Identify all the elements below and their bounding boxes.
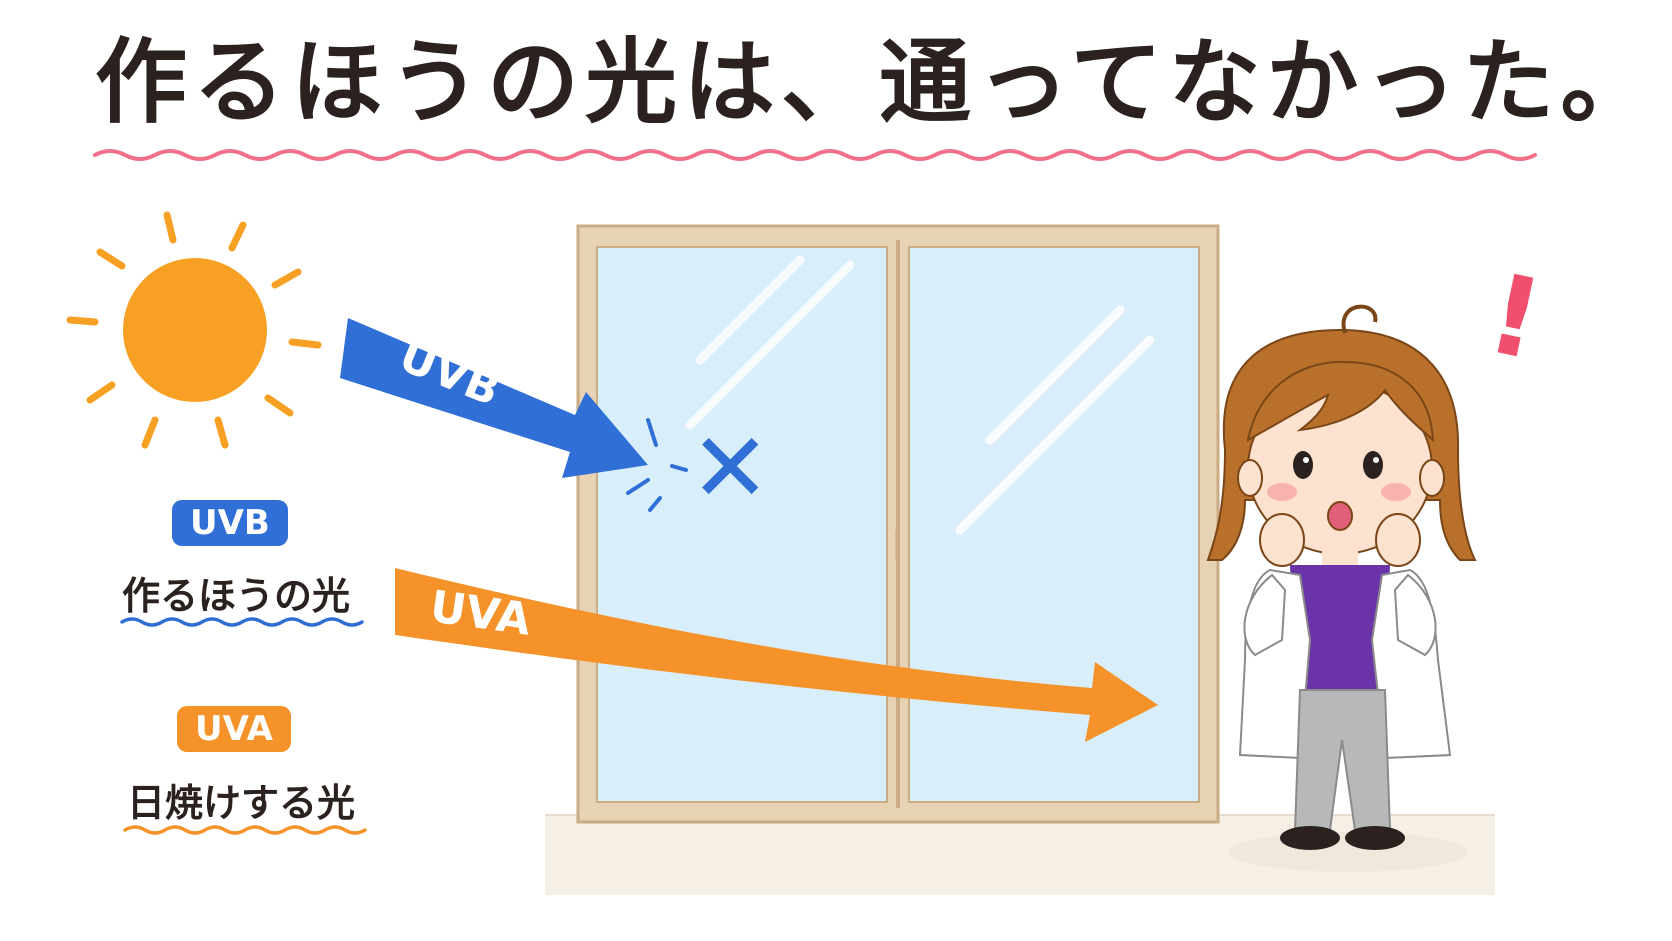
page-title: 作るほうの光は、通ってなかった。 (95, 29, 1659, 136)
cross-icon: ✕ (690, 412, 771, 524)
uva-legend-text: 日焼けする光 (127, 781, 356, 825)
uvb-legend-underline (120, 617, 364, 627)
uva-legend-badge: UVA (177, 706, 291, 752)
window-icon (576, 224, 1220, 824)
scientist-character-icon (1206, 304, 1477, 872)
uvb-legend-text: 作るほうの光 (122, 574, 351, 618)
uva-legend-underline (123, 825, 367, 835)
block-sparkle (626, 418, 688, 512)
sun-icon (66, 211, 322, 449)
uva-arrow (395, 568, 1158, 742)
title-underline (93, 149, 1537, 161)
uvb-arrow (340, 318, 648, 478)
uvb-legend-badge: UVB (172, 500, 288, 546)
